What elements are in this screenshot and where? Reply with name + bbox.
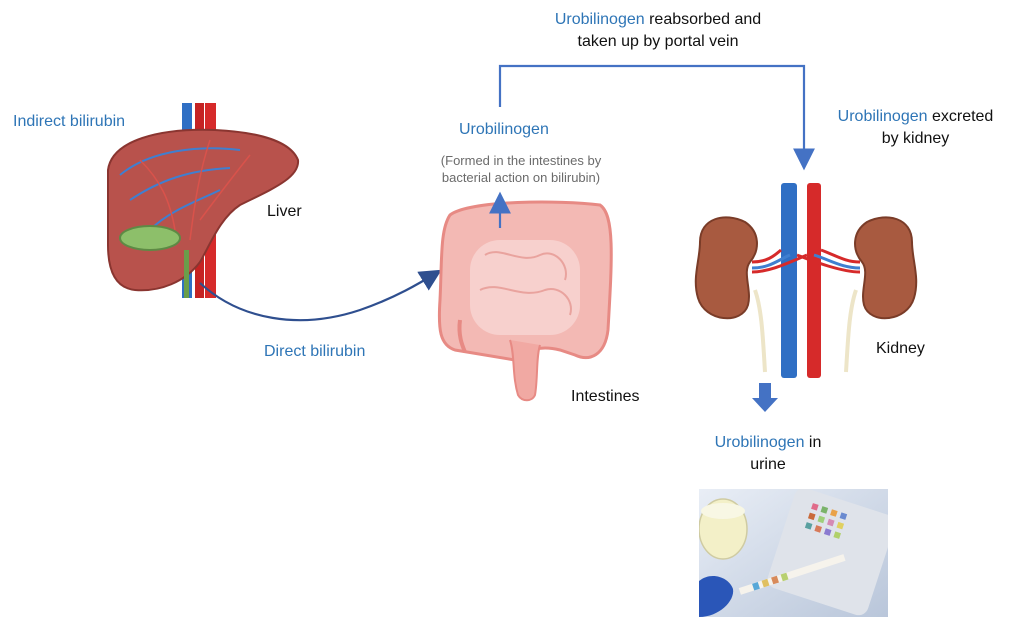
- left-kidney: [694, 216, 758, 320]
- excreted-rest: excreted: [927, 108, 994, 125]
- urine-test-photo: [699, 489, 888, 617]
- excreted-line2: by kidney: [881, 130, 950, 147]
- direct-bilirubin-path: [199, 269, 442, 322]
- urine-line2: urine: [750, 456, 786, 473]
- excreted-term: Urobilinogen: [837, 108, 928, 125]
- indirect-bilirubin-label: Indirect bilirubin: [13, 113, 126, 130]
- urine-rest: in: [804, 434, 822, 451]
- liver-illustration: [107, 103, 300, 298]
- reabsorbed-line2: taken up by portal vein: [577, 33, 739, 50]
- reabsorbed-label: Urobilinogen reabsorbed and taken up by …: [518, 9, 798, 53]
- liver-label: Liver: [267, 203, 302, 220]
- urobilinogen-intestine-label: Urobilinogen: [459, 121, 549, 138]
- urine-label: Urobilinogen in urine: [698, 432, 838, 476]
- intestines-illustration: [437, 200, 613, 402]
- urine-line1: Urobilinogen in: [698, 432, 838, 454]
- reabsorbed-term: Urobilinogen: [554, 11, 645, 28]
- gallbladder: [119, 225, 181, 251]
- urine-term: Urobilinogen: [714, 434, 805, 451]
- direct-bilirubin-label: Direct bilirubin: [264, 343, 366, 360]
- excreted-label: Urobilinogen excreted by kidney: [818, 106, 1013, 150]
- to-urine-down-arrow: [752, 383, 778, 412]
- kidney-vein: [781, 183, 797, 378]
- formation-note: (Formed in the intestines by bacterial a…: [410, 152, 632, 186]
- right-kidney: [854, 216, 918, 320]
- reabsorbed-line1: Urobilinogen reabsorbed and: [518, 9, 798, 31]
- intestines-label: Intestines: [571, 388, 640, 405]
- kidney-label: Kidney: [876, 340, 925, 357]
- portal-vein-loop-arrow: [498, 64, 815, 171]
- kidney-artery: [807, 183, 821, 378]
- excreted-line1: Urobilinogen excreted: [818, 106, 1013, 128]
- reabsorbed-rest: reabsorbed and: [644, 11, 762, 28]
- kidney-illustration: [694, 183, 918, 378]
- formation-note-line2: bacterial action on bilirubin): [441, 170, 601, 185]
- formation-note-line1: (Formed in the intestines by: [440, 153, 602, 168]
